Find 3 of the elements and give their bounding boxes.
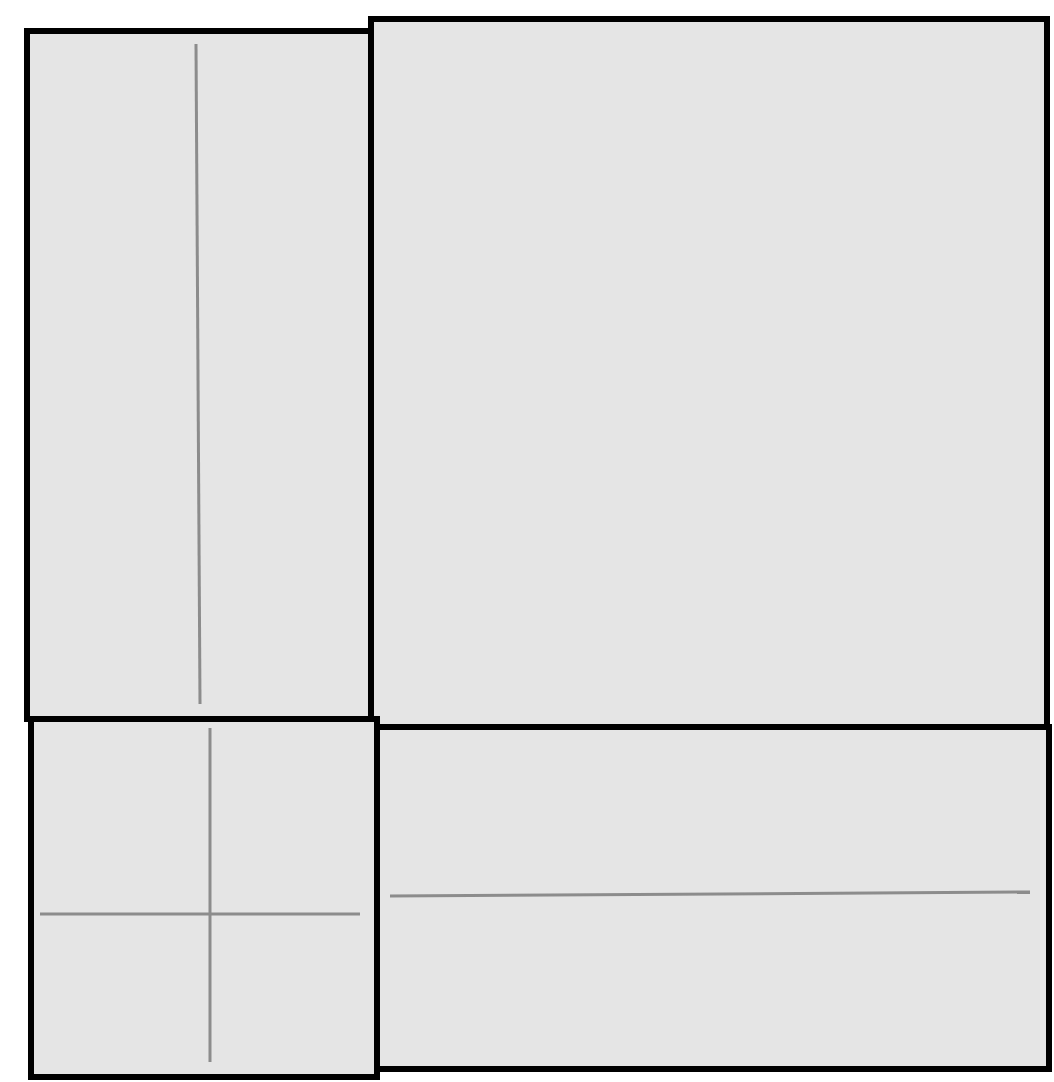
panel-box [28, 716, 380, 1080]
panel-box [374, 724, 1052, 1072]
panel-box [24, 28, 374, 722]
